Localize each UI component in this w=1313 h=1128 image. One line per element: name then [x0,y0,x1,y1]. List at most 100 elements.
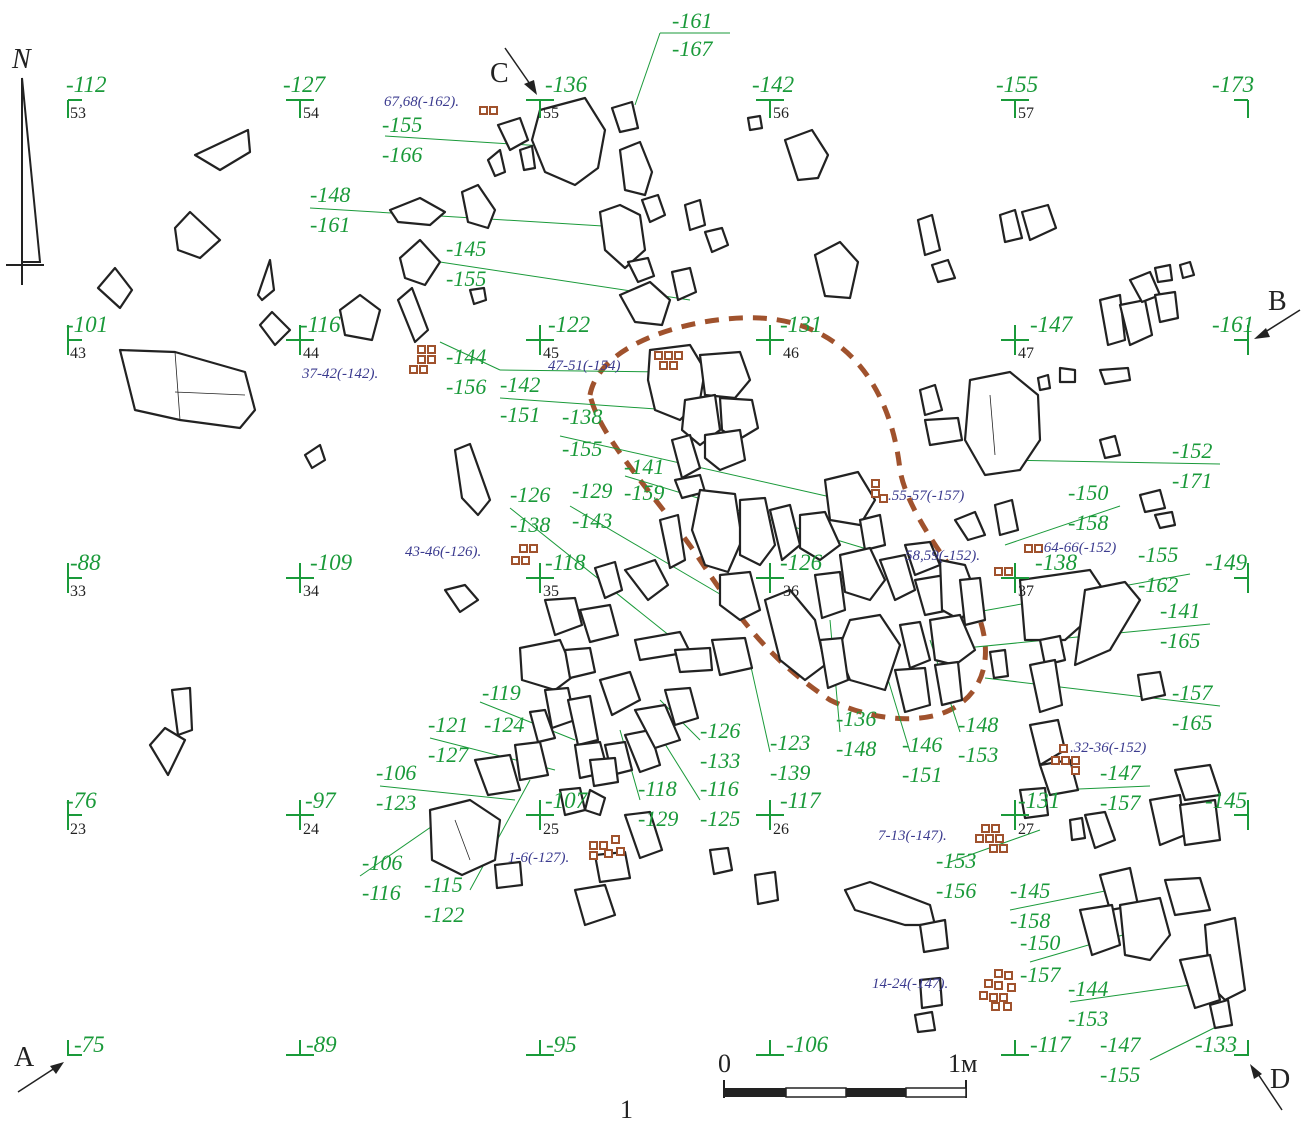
stone [1153,290,1180,324]
svg-text:-142: -142 [500,372,540,397]
svg-text:-118: -118 [638,776,677,801]
stone [930,258,957,284]
svg-text:43-46(-126).: 43-46(-126). [405,544,481,560]
stone [878,553,917,602]
stone [618,140,654,197]
stone [626,256,656,284]
stone [583,788,607,817]
svg-text:-161: -161 [310,212,350,237]
svg-text:26: 26 [773,821,789,838]
svg-text:-145: -145 [1010,878,1050,903]
svg-text:-146: -146 [902,732,942,757]
stone [923,416,964,447]
stone [1073,580,1142,667]
svg-text:-161: -161 [1212,312,1254,337]
stone [633,703,682,750]
stone [858,513,887,552]
stone [528,708,557,744]
svg-text:-95: -95 [546,1032,577,1057]
svg-text:-106: -106 [376,760,416,785]
svg-text:37: 37 [1018,583,1034,600]
stone [993,498,1020,537]
svg-text:-144: -144 [1068,976,1108,1001]
stone [1118,298,1154,347]
svg-text:-147: -147 [1100,1032,1141,1057]
svg-text:-144: -144 [446,344,486,369]
stone [96,266,134,310]
stone [593,560,624,600]
grid-point: -95 [526,1032,577,1057]
svg-text:-167: -167 [672,36,713,61]
stone [1118,896,1172,962]
svg-text:58,59(-152).: 58,59(-152). [905,548,980,564]
stone [746,114,764,132]
stone [543,596,584,637]
stone [598,203,647,270]
svg-text:-141: -141 [624,454,664,479]
stone [1078,903,1122,957]
stone [396,286,430,344]
stone [118,348,257,430]
svg-text:44: 44 [303,345,319,362]
stone [988,648,1010,680]
stone [710,636,754,677]
stone [813,570,847,620]
stone [578,603,620,644]
stone [593,850,632,884]
svg-text:-147: -147 [1030,312,1074,337]
stone [838,546,887,602]
svg-text:-76: -76 [66,788,97,813]
svg-text:-138: -138 [510,512,550,537]
stone [388,196,447,227]
stone [1068,816,1087,842]
stone [640,193,667,224]
stone [518,638,577,692]
stone [1028,658,1064,714]
svg-text:-129: -129 [572,478,612,503]
stone [258,310,292,347]
stone [398,238,442,287]
svg-text:-153: -153 [958,742,998,767]
stone [338,293,382,342]
grid-point: -106 [756,1032,829,1057]
stone [703,226,730,254]
grid-point: -161 [1212,312,1254,355]
svg-text:37-42(-142).: 37-42(-142). [301,366,378,382]
svg-text:-88: -88 [70,550,101,575]
svg-text:-122: -122 [548,312,590,337]
svg-text:B: B [1268,286,1287,317]
svg-text:67,68(-162).: 67,68(-162). [384,94,459,110]
stone [610,100,640,134]
stone [1148,793,1187,847]
stone [753,870,780,906]
svg-text:-145: -145 [446,236,486,261]
svg-text:55: 55 [543,105,559,122]
stone [928,613,977,667]
stone [443,583,480,614]
stone [170,686,194,737]
svg-text:25: 25 [543,821,559,838]
stone [708,846,734,876]
svg-text:-127: -127 [283,72,327,97]
svg-text:-126: -126 [780,550,823,575]
stone [703,428,747,472]
stone [1038,634,1067,667]
stone [1083,810,1117,850]
svg-text:-138: -138 [1035,550,1078,575]
svg-text:-153: -153 [936,848,976,873]
svg-text:-121: -121 [428,712,468,737]
svg-text:-133: -133 [700,748,740,773]
grid-point: -149 [1205,550,1249,593]
svg-text:-166: -166 [382,142,422,167]
svg-text:14-24(-147).: 14-24(-147). [872,976,948,992]
stone [998,208,1024,244]
